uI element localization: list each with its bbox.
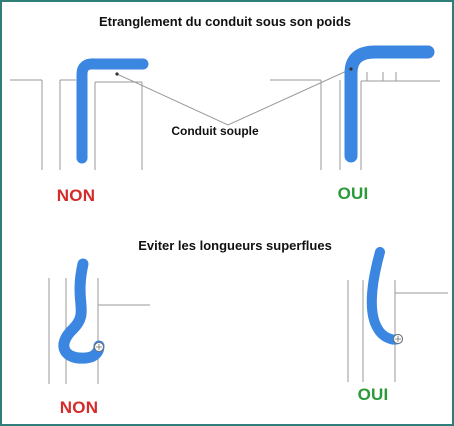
top-left-conduit: [76, 58, 149, 164]
top-title: Etranglement du conduit sous son poids: [98, 14, 352, 29]
bottom-left-verdict: NON: [59, 398, 99, 417]
top-left-wall: [10, 79, 76, 170]
top-left-verdict: NON: [56, 186, 96, 205]
bottom-right-conduit: [366, 247, 403, 345]
wall-lines: [10, 68, 448, 384]
bottom-right-wall: [347, 280, 448, 382]
top-right-wall: [270, 79, 341, 170]
bottom-left-fitting-mark: [96, 344, 102, 350]
top-right-opening: [360, 80, 440, 170]
bottom-left-conduit: [58, 258, 105, 364]
top-left-opening: [94, 81, 143, 170]
conduit-label: Conduit souple: [171, 124, 259, 138]
top-right-brackets: [366, 72, 397, 81]
right-pointer-dot: [349, 67, 353, 71]
bottom-title: Eviter les longueurs superflues: [138, 238, 332, 253]
bottom-right-verdict: OUI: [357, 385, 389, 404]
left-pointer-dot: [115, 72, 119, 76]
top-right-verdict: OUI: [337, 184, 369, 203]
fittings: [94, 334, 403, 352]
conduits: [58, 45, 435, 364]
bottom-right-fitting-mark: [395, 336, 401, 342]
conduit-pointer-lines: [116, 68, 352, 126]
top-right-conduit: [344, 45, 435, 163]
